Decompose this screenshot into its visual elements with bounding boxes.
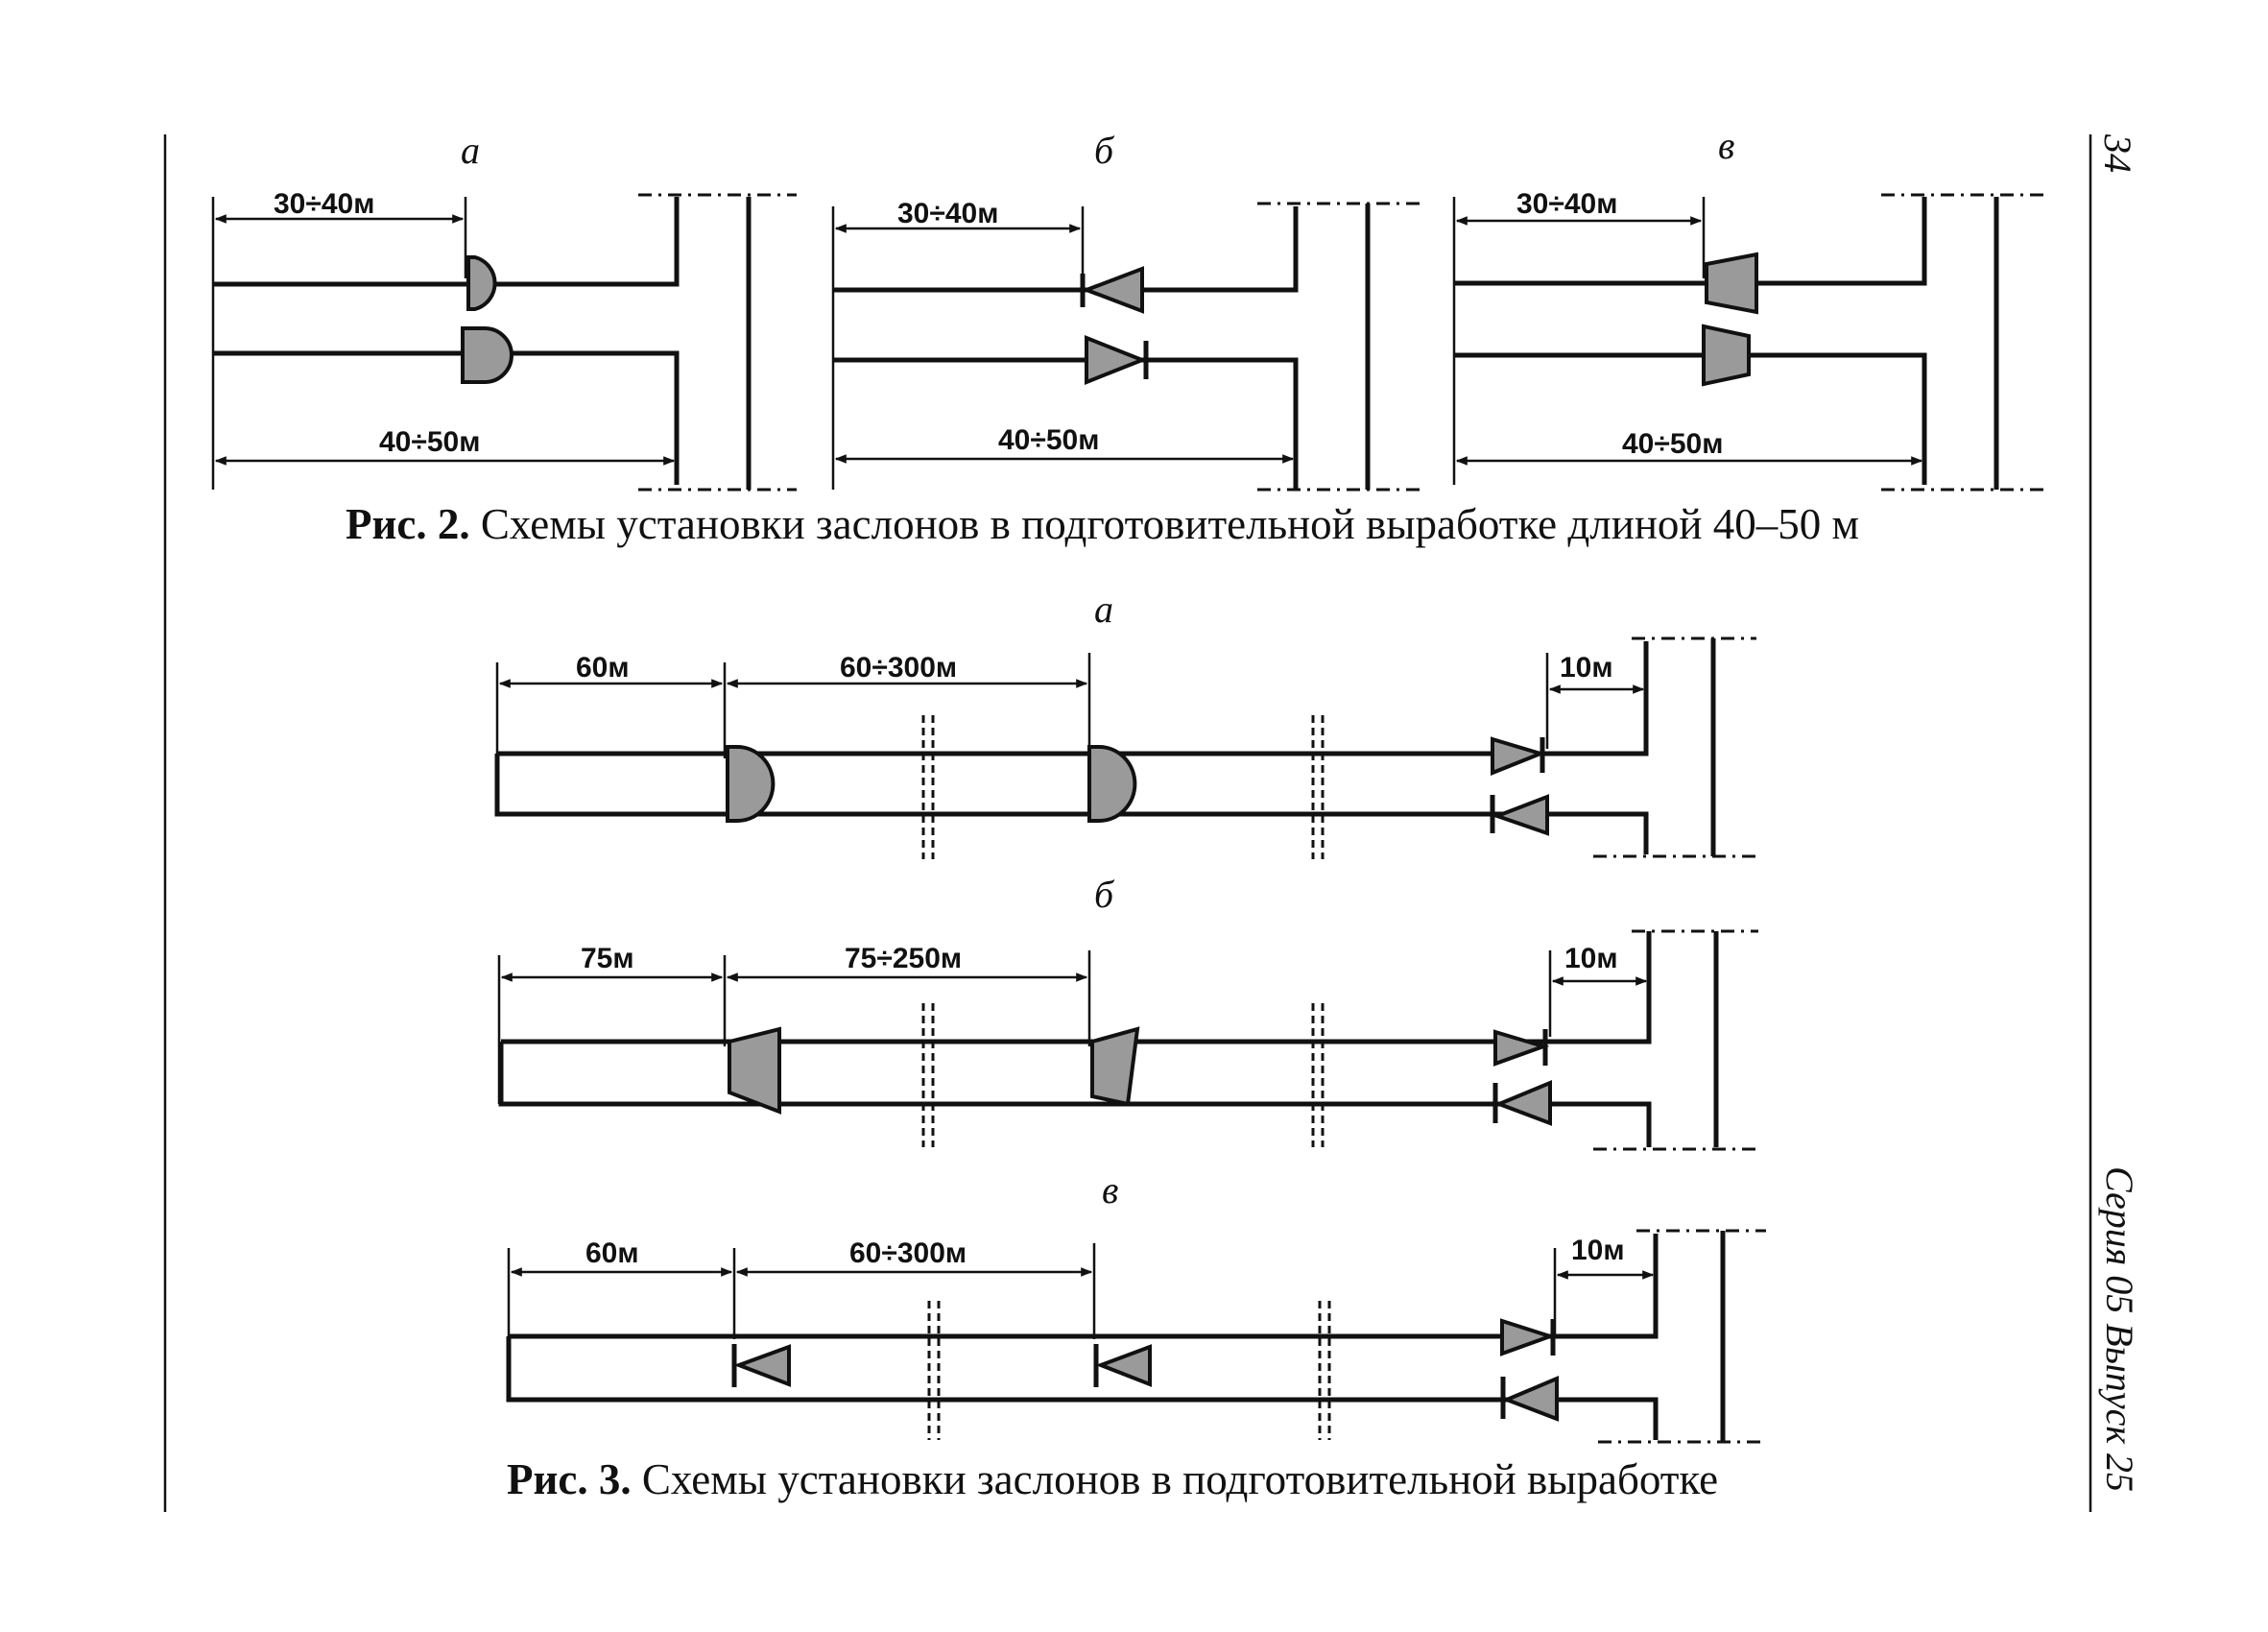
fig3-b-dim-second: 75÷250м bbox=[845, 943, 962, 974]
semicircle-damper bbox=[466, 255, 497, 311]
fig3-panel-b: б 75м 75÷250м 10м bbox=[497, 873, 1758, 1151]
triangle-damper bbox=[1492, 794, 1549, 836]
fig3-v-dim-second: 60÷300м bbox=[849, 1237, 967, 1269]
triangle-damper bbox=[1081, 266, 1144, 314]
semicircle-damper bbox=[726, 745, 776, 823]
fig3-v-dim-first: 60м bbox=[585, 1237, 639, 1269]
triangle-damper bbox=[1493, 1080, 1552, 1126]
fig2-caption-num: Рис. 2. bbox=[346, 500, 470, 548]
fig2-a-dim-top: 30÷40м bbox=[274, 188, 374, 220]
fig3-caption: Рис. 3. Схемы установки заслонов в подго… bbox=[507, 1454, 1718, 1504]
semicircle-damper bbox=[461, 326, 513, 384]
fig3-caption-num: Рис. 3. bbox=[507, 1455, 632, 1503]
triangle-damper bbox=[1095, 1344, 1152, 1387]
trapezoid-damper bbox=[728, 1026, 781, 1115]
fig2-panel-v: в 30÷40м 40÷50м bbox=[1452, 124, 2049, 492]
fig3-panel-v-letter: в bbox=[1102, 1168, 1118, 1212]
triangle-damper bbox=[1500, 1318, 1557, 1356]
fig2-v-dim-top: 30÷40м bbox=[1516, 188, 1617, 220]
fig2-panel-v-letter: в bbox=[1718, 124, 1734, 167]
fig2-panel-b: б 30÷40м 40÷50м bbox=[831, 129, 1420, 492]
fig3-panel-b-letter: б bbox=[1094, 873, 1115, 916]
triangle-damper bbox=[1501, 1375, 1559, 1422]
trapezoid-damper bbox=[1702, 324, 1751, 387]
fig2-v-dim-bottom: 40÷50м bbox=[1622, 428, 1723, 460]
fig2-b-dim-bottom: 40÷50м bbox=[998, 424, 1099, 456]
trapezoid-damper bbox=[1090, 1026, 1140, 1107]
fig3-panel-v: в 60м 60÷300м 10м bbox=[506, 1168, 1766, 1444]
fig3-b-dim-first: 75м bbox=[581, 943, 634, 974]
triangle-damper bbox=[733, 1344, 791, 1387]
trapezoid-damper bbox=[1705, 252, 1758, 315]
fig3-a-dim-first: 60м bbox=[576, 652, 630, 684]
fig2-panel-a-letter: а bbox=[461, 129, 480, 172]
page-number: 34 bbox=[2096, 134, 2139, 173]
fig2-b-dim-top: 30÷40м bbox=[897, 198, 998, 229]
series-label: Серия 05 Выпуск 25 bbox=[2098, 1166, 2141, 1493]
fig3-panel-a: а 60м 60÷300м 10м bbox=[494, 588, 1756, 859]
fig3-a-dim-end: 10м bbox=[1560, 652, 1613, 684]
fig2-panel-b-letter: б bbox=[1094, 129, 1115, 172]
triangle-damper bbox=[1493, 1029, 1550, 1067]
triangle-damper bbox=[1085, 335, 1148, 385]
semicircle-damper bbox=[1087, 745, 1137, 823]
fig2-caption-text: Схемы установки заслонов в подготовитель… bbox=[480, 500, 1859, 548]
fig3-caption-text: Схемы установки заслонов в подготовитель… bbox=[641, 1455, 1719, 1503]
fig3-v-dim-end: 10м bbox=[1571, 1235, 1625, 1266]
fig3-panel-a-letter: а bbox=[1094, 588, 1113, 631]
triangle-damper bbox=[1491, 736, 1547, 776]
fig3-b-dim-end: 10м bbox=[1564, 943, 1618, 974]
fig3-a-dim-second: 60÷300м bbox=[840, 652, 957, 684]
fig2-a-dim-bottom: 40÷50м bbox=[379, 426, 480, 458]
fig2-caption: Рис. 2. Схемы установки заслонов в подго… bbox=[346, 499, 1859, 549]
fig2-panel-a: а 30÷40м 40÷50м bbox=[211, 129, 797, 492]
